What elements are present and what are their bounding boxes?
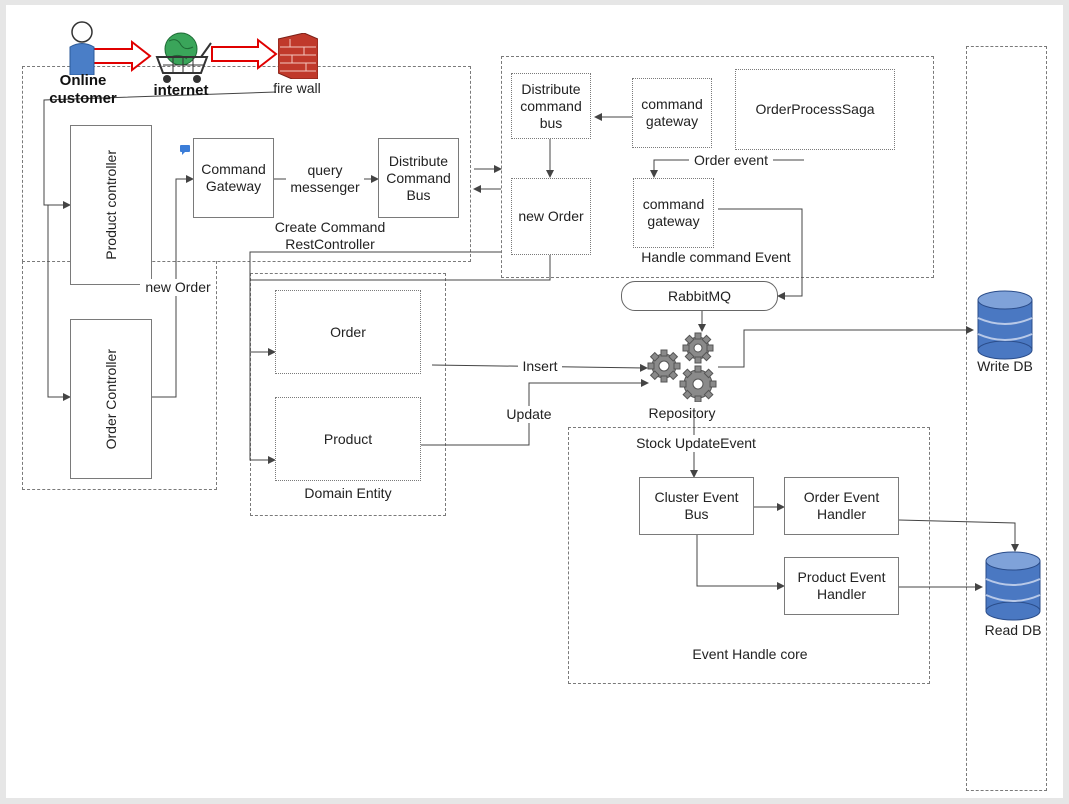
diagram-canvas: Online customer internet fire wall Produ… xyxy=(6,5,1063,798)
internet-to-firewall-arrow xyxy=(211,37,278,71)
command-gateway-top-label: command gateway xyxy=(641,96,703,129)
write-db-icon xyxy=(977,290,1033,360)
repository-to-writedb-line xyxy=(718,326,974,368)
command-gateway-bottom-label: command gateway xyxy=(642,196,705,229)
command-gateway-bottom-box: command gateway xyxy=(633,178,714,248)
customer-to-internet-arrow xyxy=(87,39,152,73)
firewall-to-order-controller-line xyxy=(44,204,71,401)
product-event-handler-label: Product Event Handler xyxy=(797,569,886,602)
gateway-to-rabbitmq-line xyxy=(718,208,803,300)
write-db-label: Write DB xyxy=(977,358,1033,374)
new-order-label: new Order xyxy=(518,208,584,224)
order-process-saga-label: OrderProcessSaga xyxy=(755,101,875,117)
firewall-label: fire wall xyxy=(273,80,321,96)
rest-distribute-bus-label: Distribute Command Bus xyxy=(386,152,451,203)
stock-update-event-text: Stock UpdateEvent xyxy=(636,435,756,451)
new-order-edge-label: new Order xyxy=(140,279,216,296)
firewall-to-controllers-line xyxy=(43,91,277,209)
query-messenger-label: query messenger xyxy=(290,162,360,195)
repository-label: Repository xyxy=(648,405,716,421)
command-gateway-box: Command Gateway xyxy=(193,138,274,218)
product-controller-box: Product controller xyxy=(70,125,152,285)
order-event-handler-box: Order Event Handler xyxy=(784,477,899,535)
event-core-container xyxy=(568,427,930,684)
read-db-label: Read DB xyxy=(984,622,1042,638)
cluster-to-product-handler-line xyxy=(696,535,785,590)
command-gateway-top-box: command gateway xyxy=(632,78,712,148)
order-event-handler-label: Order Event Handler xyxy=(803,489,880,522)
handler-caption: Handle command Event xyxy=(641,249,791,265)
cluster-event-bus-box: Cluster Event Bus xyxy=(639,477,754,535)
domain-entity-caption: Domain Entity xyxy=(304,485,392,501)
new-order-box: new Order xyxy=(511,178,591,255)
handler-distribute-bus-label: Distribute command bus xyxy=(520,80,582,131)
update-label: Update xyxy=(502,406,556,423)
internet-label: internet xyxy=(153,82,209,99)
rest-controller-container xyxy=(22,66,471,262)
product-controller-label: Product controller xyxy=(102,150,119,260)
order-controller-box: Order Controller xyxy=(70,319,152,479)
read-db-icon xyxy=(985,551,1041,621)
order-process-saga-box: OrderProcessSaga xyxy=(735,69,895,150)
comment-icon xyxy=(180,145,190,155)
handler-distribute-bus-box: Distribute command bus xyxy=(511,73,591,139)
order-handler-to-readdb-line xyxy=(898,519,1019,552)
rest-controller-container-lower xyxy=(22,261,217,490)
order-entity-label: Order xyxy=(330,323,366,340)
product-entity-label: Product xyxy=(323,430,373,447)
product-entity-box: Product xyxy=(275,397,421,481)
repository-gears-icon xyxy=(647,332,717,402)
order-controller-label: Order Controller xyxy=(102,348,119,450)
insert-label: Insert xyxy=(518,358,562,375)
firewall-icon xyxy=(278,33,318,79)
order-event-label: Order event xyxy=(689,152,773,169)
event-core-caption: Event Handle core xyxy=(692,646,808,662)
product-event-handler-box: Product Event Handler xyxy=(784,557,899,615)
rest-distribute-bus-box: Distribute Command Bus xyxy=(378,138,459,218)
internet-cart-icon xyxy=(155,32,212,83)
rabbitmq-label: RabbitMQ xyxy=(667,288,732,304)
person-icon xyxy=(69,21,95,75)
new-order-to-product-line xyxy=(249,251,501,464)
customer-label: Online customer xyxy=(49,72,117,107)
stock-update-event-label: Stock UpdateEvent xyxy=(626,435,766,452)
cluster-event-bus-label: Cluster Event Bus xyxy=(654,489,739,522)
rest-controller-caption: Create Command RestController xyxy=(274,219,386,252)
order-entity-box: Order xyxy=(275,290,421,374)
command-gateway-label: Command Gateway xyxy=(201,161,266,194)
rabbitmq-pill: RabbitMQ xyxy=(621,281,778,311)
storage-column xyxy=(966,46,1047,791)
